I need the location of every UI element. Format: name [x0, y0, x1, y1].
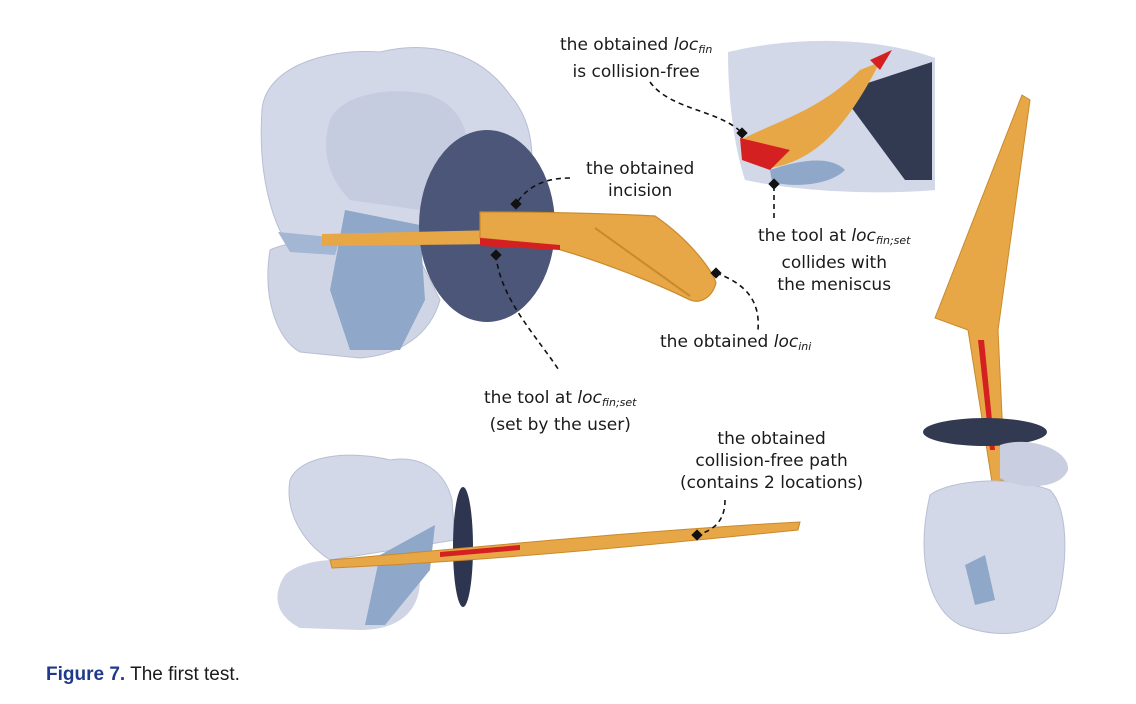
knee-model-side	[277, 454, 801, 630]
annotation-loc-ini: the obtained locini	[660, 332, 812, 353]
leader-incision	[515, 177, 571, 205]
caption-label: Figure 7.	[46, 664, 126, 685]
knee-model-main	[260, 47, 717, 359]
figure-illustration	[260, 40, 1069, 634]
knee-model-vertical	[923, 94, 1069, 634]
annotation-loc-fin-free: the obtained locfin is collision-free	[560, 35, 713, 82]
marker-loc-fin-free	[736, 127, 748, 139]
leader-path	[696, 499, 726, 536]
marker-loc-ini	[710, 267, 722, 279]
annotation-collides: the tool at locfin;set collides with the…	[758, 226, 911, 295]
marker-path	[691, 529, 703, 541]
annotation-path: the obtained collision-free path (contai…	[680, 429, 864, 493]
marker-collides	[768, 178, 780, 190]
marker-tool-set	[490, 249, 502, 261]
figure-caption: Figure 7. The first test.	[46, 664, 240, 686]
marker-incision	[510, 198, 522, 210]
leader-loc-fin-free	[649, 81, 743, 134]
annotation-incision: the obtained incision	[586, 159, 695, 201]
knee-model-zoom	[728, 40, 935, 193]
leader-tool-set	[495, 254, 561, 373]
annotation-tool-set: the tool at locfin;set (set by the user)	[484, 388, 637, 435]
leader-loc-ini	[715, 272, 760, 331]
caption-text: The first test.	[125, 664, 240, 685]
